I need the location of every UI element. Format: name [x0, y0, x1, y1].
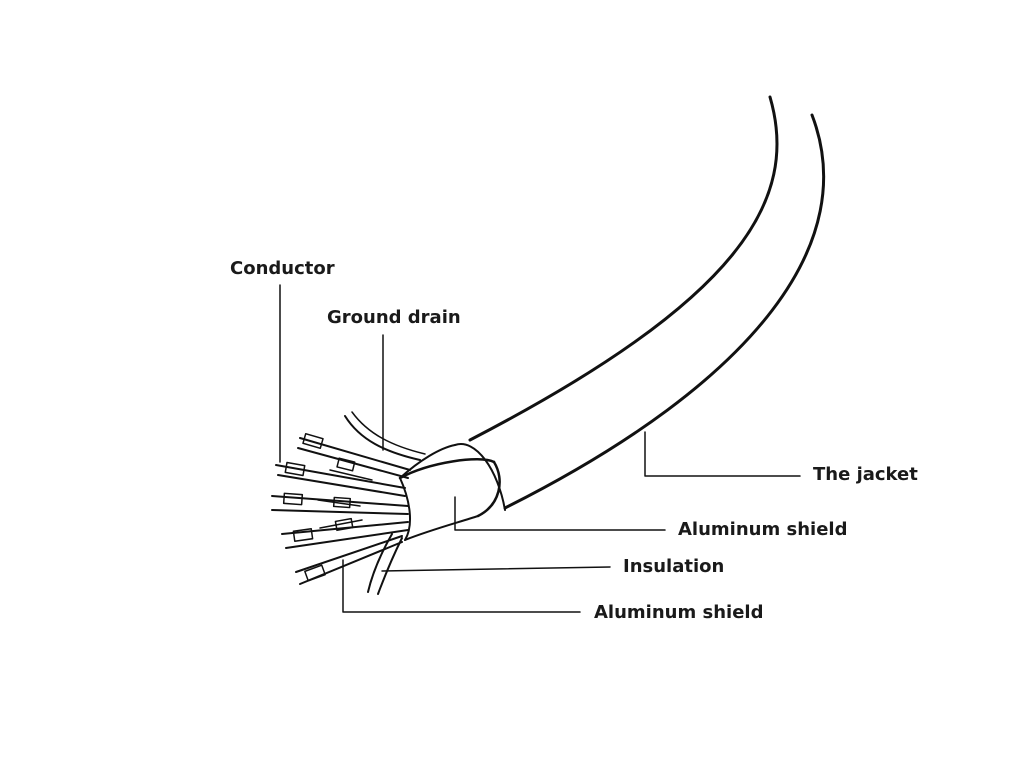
label-ground-drain: Ground drain	[327, 307, 461, 328]
label-aluminum-shield-outer: Aluminum shield	[678, 519, 848, 540]
label-conductor: Conductor	[230, 258, 335, 279]
insulation-wire	[367, 533, 403, 595]
label-aluminum-shield-inner: Aluminum shield	[594, 602, 764, 623]
label-insulation: Insulation	[623, 556, 725, 577]
label-jacket: The jacket	[813, 464, 918, 485]
leader-lines	[279, 284, 801, 613]
ground-drain-wire	[344, 411, 426, 461]
aluminum-shield-band	[398, 444, 501, 541]
conductor-wires	[271, 437, 411, 585]
cable-jacket	[454, 95, 826, 511]
wire-insulation-sleeves	[282, 432, 356, 582]
